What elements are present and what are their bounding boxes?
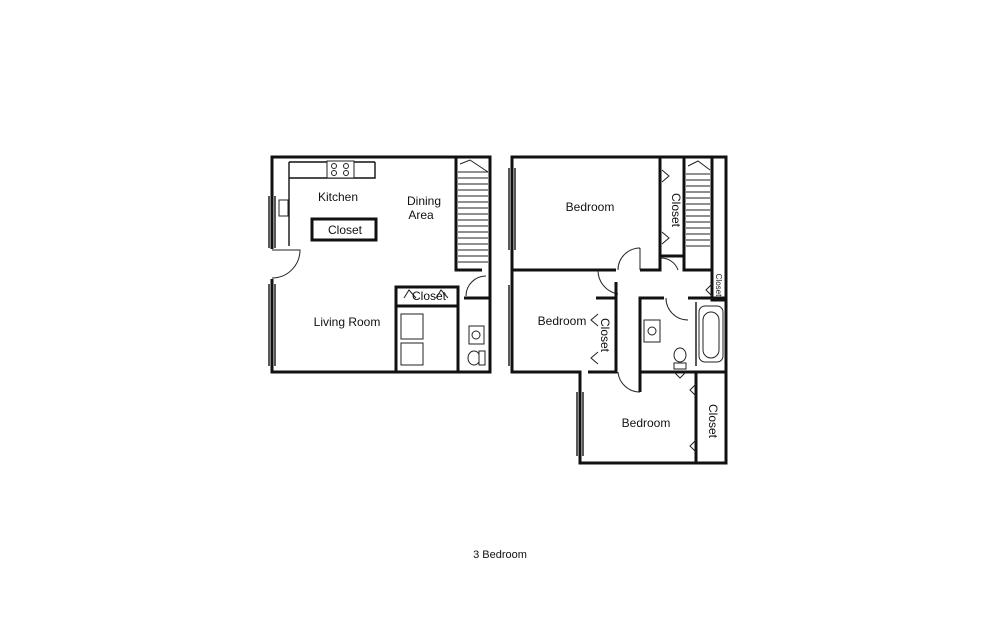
front-door-swing xyxy=(271,249,301,279)
top-bedroom-label: Bedroom xyxy=(566,200,615,214)
living-room-label: Living Room xyxy=(314,315,381,329)
second-floor-outer-wall xyxy=(510,155,728,465)
first-floor-stairs xyxy=(458,159,489,263)
second-floor-stairs xyxy=(686,160,711,247)
powder-toilet xyxy=(467,350,481,366)
bathroom-wall xyxy=(638,296,726,392)
bottom-bedroom-label: Bedroom xyxy=(622,416,671,430)
bottom-bedroom-closet-label: Closet xyxy=(706,404,720,439)
first-floor-plan: Kitchen Dining Area Closet Living Room C… xyxy=(268,155,492,374)
kitchen-closet-label: Closet xyxy=(328,223,363,237)
stair-wall xyxy=(454,157,482,272)
left-bedroom-closet-label: Closet xyxy=(598,318,612,353)
washer xyxy=(400,313,424,340)
plan-caption: 3 Bedroom xyxy=(473,549,527,561)
bath-toilet xyxy=(673,347,687,363)
kitchen-label: Kitchen xyxy=(318,190,358,204)
entry-closet-wall xyxy=(394,285,460,372)
left-bedroom-label: Bedroom xyxy=(538,314,587,328)
first-floor-outer-wall xyxy=(270,155,492,374)
dryer xyxy=(400,342,424,366)
range-stove xyxy=(326,160,355,179)
hall-closet-label: Closet xyxy=(714,274,723,297)
left-bedroom-wall xyxy=(588,296,618,374)
kitchen-sink xyxy=(278,199,289,217)
top-bedroom-wall xyxy=(512,157,662,272)
kitchen-closet-outline xyxy=(310,217,378,242)
front-door-gap xyxy=(268,249,276,279)
dining-label-line2: Area xyxy=(408,208,434,222)
dining-label-line1: Dining xyxy=(407,194,441,208)
entry-closet-label: Closet xyxy=(412,289,447,303)
powder-room-wall xyxy=(456,296,490,372)
second-floor-plan: Bedroom Closet Bedroom Closet Bedroom Cl… xyxy=(508,155,728,465)
top-bedroom-closet-label: Closet xyxy=(669,193,683,228)
